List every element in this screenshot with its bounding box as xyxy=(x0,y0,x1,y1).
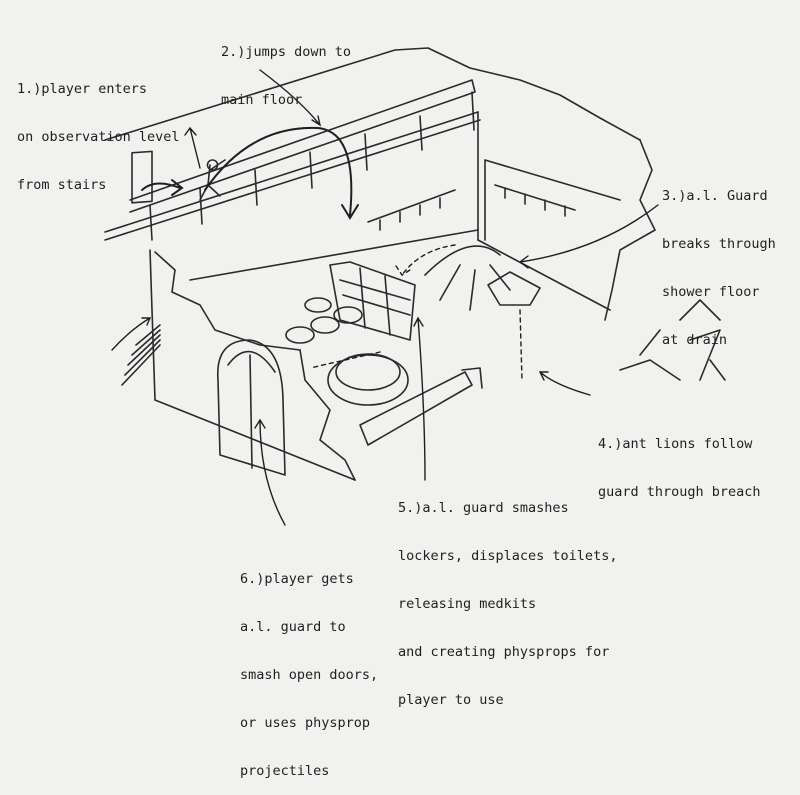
door-arch xyxy=(227,350,276,373)
annotation-6-line-3: smash open doors, xyxy=(240,667,379,683)
arrow-3 xyxy=(518,204,659,269)
stairs-arrow xyxy=(111,317,152,351)
annotation-2-line-2: main floor xyxy=(221,92,303,108)
annotation-5-line-4: and creating physprops for xyxy=(398,644,610,660)
annotation-1: 1.)player enters on observation level fr… xyxy=(17,49,180,209)
right-back-wall xyxy=(484,159,621,241)
toilet-4 xyxy=(304,297,332,313)
left-wall xyxy=(149,249,356,481)
annotation-5-line-3: releasing medkits xyxy=(398,596,537,612)
floor-breach xyxy=(487,271,541,306)
annotation-1-line-2: on observation level xyxy=(17,129,180,145)
balcony-door xyxy=(131,150,153,204)
annotation-2: 2.)jumps down to main floor xyxy=(221,12,351,124)
annotation-6-line-4: or uses physprop xyxy=(240,715,371,731)
annotation-3: 3.)a.l. Guard breaks through shower floo… xyxy=(662,156,776,364)
annotation-2-line-1: 2.)jumps down to xyxy=(221,44,352,60)
annotation-4-line-2: guard through breach xyxy=(598,484,761,500)
arrow-6 xyxy=(254,418,286,526)
annotation-6-line-2: a.l. guard to xyxy=(240,619,346,635)
annotation-1-line-1: 1.)player enters xyxy=(17,81,148,97)
annotation-6-line-1: 6.)player gets xyxy=(240,571,354,587)
right-wall-crack xyxy=(604,139,656,321)
annotation-6: 6.)player gets a.l. guard to smash open … xyxy=(240,539,378,795)
front-wall-crack xyxy=(299,349,356,481)
annotation-3-line-3: shower floor xyxy=(662,284,760,300)
toilet-3 xyxy=(333,306,363,324)
round-fixture xyxy=(335,353,401,391)
toilet-2 xyxy=(310,316,340,334)
annotation-5-line-2: lockers, displaces toilets, xyxy=(398,548,618,564)
left-wall-crack xyxy=(154,251,301,351)
toilet-path-arrow xyxy=(309,351,381,369)
balcony-posts xyxy=(149,91,475,241)
annotation-4: 4.)ant lions follow guard through breach xyxy=(598,404,761,516)
lockers xyxy=(329,261,416,341)
arrow-5 xyxy=(413,316,426,481)
floor-back-left xyxy=(189,229,479,281)
antlion-guard xyxy=(424,245,511,311)
annotation-6-line-5: projectiles xyxy=(240,763,330,779)
annotation-3-line-1: 3.)a.l. Guard xyxy=(662,188,768,204)
annotation-3-line-2: breaks through xyxy=(662,236,776,252)
floor-back-right xyxy=(477,239,611,311)
room-sketch xyxy=(104,47,726,526)
guard-path-arrow xyxy=(395,244,523,381)
arrow-4 xyxy=(538,371,591,396)
annotation-3-line-4: at drain xyxy=(662,332,728,348)
double-doors xyxy=(217,339,286,476)
balcony-front-edge xyxy=(104,111,479,233)
ceiling-light-right xyxy=(494,184,576,217)
annotation-5-line-1: 5.)a.l. guard smashes xyxy=(398,500,569,516)
balcony-floor-edge xyxy=(104,119,481,241)
annotation-5: 5.)a.l. guard smashes lockers, displaces… xyxy=(398,468,617,724)
pipe xyxy=(359,367,483,446)
annotation-4-line-1: 4.)ant lions follow xyxy=(598,436,753,452)
ceiling-light-left xyxy=(367,189,456,231)
jump-arrow xyxy=(204,126,359,220)
annotation-1-line-3: from stairs xyxy=(17,177,107,193)
arrow-2 xyxy=(259,69,322,127)
back-wall-top-edge xyxy=(104,47,641,141)
stairs xyxy=(121,324,161,386)
toilet-1 xyxy=(285,326,315,344)
enter-arrow xyxy=(141,179,184,196)
balcony-railing-top xyxy=(129,79,476,213)
arrow-1 xyxy=(184,126,201,169)
ant-lions xyxy=(619,299,726,381)
annotation-5-line-5: player to use xyxy=(398,692,504,708)
